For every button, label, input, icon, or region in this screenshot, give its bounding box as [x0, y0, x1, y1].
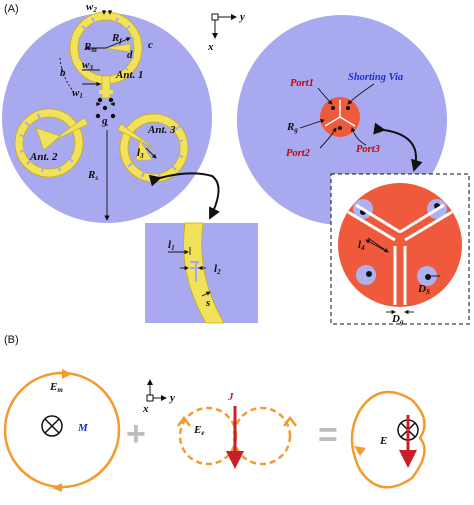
feed-pointers — [299, 83, 375, 149]
axes-bottom — [146, 379, 167, 402]
dg-label: Dg — [391, 313, 404, 326]
w1-label: w1 — [72, 87, 83, 100]
c-label: c — [148, 39, 153, 51]
axes-top — [211, 13, 237, 39]
feed-points — [95, 97, 116, 119]
ant1-label: Ant. 1 — [115, 69, 144, 81]
w2-label: w2 — [86, 1, 97, 14]
feed-disc-large — [338, 183, 462, 307]
port1-label: Port1 — [290, 78, 314, 89]
axis-bottom-x: x — [142, 403, 149, 415]
e-label: E — [379, 435, 387, 447]
plus-sign: + — [126, 415, 146, 453]
port3-label: Port3 — [356, 144, 380, 155]
b-label: b — [60, 67, 66, 79]
l4-label: l4 — [358, 239, 365, 252]
rg-label: Rg — [286, 121, 298, 134]
zoom-arrow-left — [148, 172, 220, 220]
s-label: s — [205, 297, 210, 309]
l3-label: l3 — [137, 147, 144, 160]
ee-label: Ee — [193, 424, 204, 437]
port2-label: Port2 — [286, 148, 311, 159]
antenna-2 — [14, 108, 89, 178]
w3-label: w3 — [82, 59, 93, 72]
axis-bottom-y: y — [168, 392, 175, 404]
axis-top-x: x — [207, 41, 214, 53]
rs-label: Rs — [87, 169, 98, 182]
ant3-label: Ant. 3 — [147, 124, 176, 136]
g-label: g — [101, 115, 108, 127]
panel-a-label: (A) — [4, 3, 19, 15]
j-label: J — [227, 391, 234, 403]
feed-disc-small — [320, 97, 360, 137]
ds-label: DS — [417, 283, 430, 296]
loop-mode — [3, 369, 121, 492]
panel-b-label: (B) — [4, 334, 19, 346]
m-label: M — [77, 422, 89, 434]
antenna-1 — [69, 11, 143, 99]
slot-inset — [145, 222, 258, 324]
dipole-mode — [177, 406, 297, 469]
l1-label: l1 — [168, 239, 175, 252]
feed-zoom-dims — [365, 237, 440, 315]
ant2-label: Ant. 2 — [29, 151, 58, 163]
shorting-via-label: Shorting Via — [348, 72, 403, 83]
equals-sign: = — [318, 416, 338, 454]
d-label: d — [127, 49, 133, 61]
em-label: Em — [49, 381, 63, 394]
l2-label: l2 — [214, 263, 221, 276]
dimension-lines — [59, 10, 157, 221]
inset-dims — [168, 247, 211, 297]
combined-mode — [350, 390, 426, 489]
rm-label: Rm — [83, 41, 97, 54]
zoom-arrow-right — [373, 122, 423, 172]
rf-label: Rf — [111, 32, 122, 45]
axis-top-y: y — [238, 11, 245, 23]
